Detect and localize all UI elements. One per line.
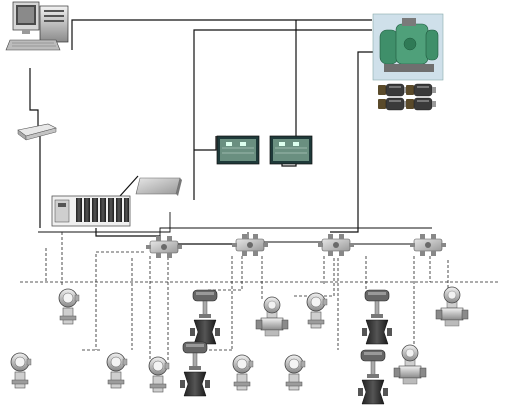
junction-box-icon: [317, 233, 355, 257]
fieldbus-top: [159, 227, 432, 236]
control-valve-icon: [179, 341, 211, 397]
sensor-icon: [377, 97, 409, 111]
transmitter-icon: [284, 354, 306, 391]
network-cabling: [29, 19, 432, 245]
transmitter-icon: [148, 356, 170, 393]
sensor-icon: [405, 97, 437, 111]
flow-meter-icon: [435, 286, 469, 327]
control-valve-icon: [357, 349, 389, 405]
junction-box-icon: [145, 235, 183, 259]
workstation-to-chiller-cable: [71, 19, 372, 50]
panel1-cable: [194, 136, 217, 151]
junction-box-icon: [409, 233, 447, 257]
workstation-to-converter-cable: [29, 68, 39, 128]
transmitter-icon: [232, 354, 254, 391]
flow-meter-icon: [255, 296, 289, 337]
display-panel-icon: [216, 135, 260, 165]
junction-box-icon: [231, 233, 269, 257]
signal-drop: [208, 256, 243, 291]
chiller-icon: [372, 13, 444, 81]
chiller-down-cable: [330, 51, 373, 233]
flow-meter-icon: [393, 344, 427, 385]
power-supply-cable: [119, 175, 139, 197]
signal-lines: [20, 232, 500, 360]
transmitter-icon: [306, 292, 328, 329]
bus-to-chiller-cable: [193, 29, 372, 200]
power-supply-icon: [135, 177, 182, 196]
sensor-icon: [405, 83, 437, 97]
transmitter-icon: [106, 352, 128, 389]
converter-icon: [17, 123, 57, 141]
signal-drop: [95, 251, 144, 350]
display-panel-icon: [269, 135, 313, 165]
computer-icon: [5, 1, 69, 51]
plc-rack-icon: [51, 195, 131, 227]
control-valve-icon: [361, 289, 393, 345]
transmitter-icon: [58, 288, 80, 325]
transmitter-icon: [10, 352, 32, 389]
control-valve-icon: [189, 289, 221, 345]
signal-drop: [292, 258, 335, 297]
controller-side-bus: [38, 212, 171, 233]
sensor-icon: [377, 83, 409, 97]
